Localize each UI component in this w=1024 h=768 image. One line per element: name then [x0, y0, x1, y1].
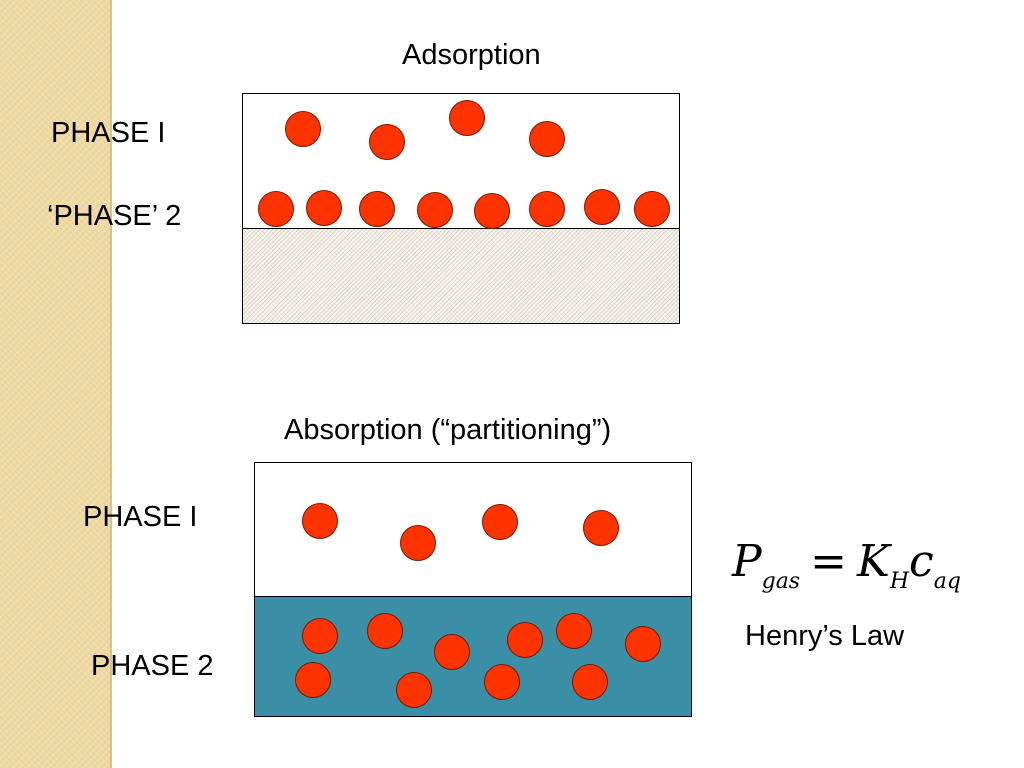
equation-pressure-symbol: P: [732, 536, 762, 587]
absorption-phase2-label: PHASE 2: [91, 650, 214, 682]
equation-concentration-subscript: aq: [933, 569, 961, 594]
henrys-law-equation: Pgas=KHcaq: [732, 540, 961, 593]
dissolved-molecule: [367, 613, 403, 649]
adsorbed-molecule: [474, 193, 510, 229]
gas-molecule: [449, 100, 485, 136]
equation-pressure-subscript: gas: [761, 569, 801, 594]
dissolved-molecule: [484, 664, 520, 700]
adsorption-surface-solid: [242, 228, 680, 324]
gas-molecule: [369, 124, 405, 160]
adsorption-title: Adsorption: [402, 39, 541, 71]
equation-constant-subscript: H: [889, 569, 910, 594]
adsorbed-molecule: [359, 191, 395, 227]
adsorption-phase2-label: ‘PHASE’ 2: [47, 200, 182, 232]
dissolved-molecule: [396, 672, 432, 708]
dissolved-molecule: [625, 626, 661, 662]
equation-constant-symbol: K: [856, 536, 890, 587]
dissolved-molecule: [295, 662, 331, 698]
adsorbed-molecule: [417, 192, 453, 228]
adsorbed-molecule: [634, 191, 670, 227]
henrys-law-caption: Henry’s Law: [745, 620, 905, 652]
gas-molecule: [400, 525, 436, 561]
dissolved-molecule: [507, 622, 543, 658]
absorption-phase1-label: PHASE I: [83, 501, 198, 533]
dissolved-molecule: [572, 664, 608, 700]
absorption-phase2-liquid: [254, 596, 692, 717]
equation-concentration-symbol: c: [909, 536, 934, 587]
absorption-title: Absorption (“partitioning”): [284, 414, 612, 446]
gas-molecule: [285, 111, 321, 147]
adsorption-phase1-label: PHASE I: [51, 117, 166, 149]
adsorbed-molecule: [529, 191, 565, 227]
adsorbed-molecule: [584, 189, 620, 225]
dissolved-molecule: [302, 618, 338, 654]
adsorbed-molecule: [306, 190, 342, 226]
adsorbed-molecule: [258, 191, 294, 227]
decorative-side-band: [0, 0, 112, 768]
dissolved-molecule: [556, 613, 592, 649]
gas-molecule: [482, 504, 518, 540]
gas-molecule: [529, 121, 565, 157]
dissolved-molecule: [434, 634, 470, 670]
gas-molecule: [583, 510, 619, 546]
equation-equals-sign: =: [810, 536, 847, 587]
gas-molecule: [302, 503, 338, 539]
